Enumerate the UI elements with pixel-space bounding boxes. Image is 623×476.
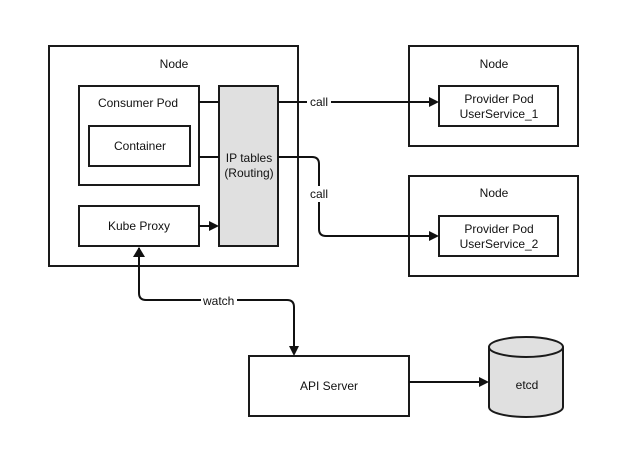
etcd-cylinder-top xyxy=(488,336,564,358)
ip-tables-label: IP tables xyxy=(226,151,272,165)
watch-edge-label-bg xyxy=(201,293,237,308)
provider-pod-1-service: UserService_1 xyxy=(460,107,539,121)
ip-tables-sublabel: (Routing) xyxy=(224,166,273,180)
ip-tables: IP tables (Routing) xyxy=(218,85,279,247)
call-edge-2-label-bg xyxy=(307,186,333,202)
container-label: Container xyxy=(114,139,166,153)
provider-pod-2-box xyxy=(438,215,559,257)
container-box xyxy=(88,125,191,167)
provider-node-1-label: Node xyxy=(480,57,509,71)
main-node: Node Consumer Pod Container Kube Proxy I… xyxy=(48,45,299,267)
provider-pod-1-label: Provider Pod xyxy=(464,92,533,106)
call-edge-1-label-bg xyxy=(307,94,331,109)
watch-edge-label: watch xyxy=(202,294,234,308)
provider-pod-2-service: UserService_2 xyxy=(460,237,539,251)
call-edge-2-label: call xyxy=(310,187,328,201)
consumer-pod: Consumer Pod Container xyxy=(78,85,200,186)
api-server-box xyxy=(248,355,410,417)
provider-node-2-label: Node xyxy=(480,186,509,200)
etcd-cylinder-body xyxy=(488,347,564,418)
ip-tables-box xyxy=(218,85,279,247)
provider-node-1: Node Provider Pod UserService_1 xyxy=(408,45,579,147)
main-node-label: Node xyxy=(160,57,189,71)
provider-node-2: Node Provider Pod UserService_2 xyxy=(408,175,579,277)
etcd-label: etcd xyxy=(516,378,539,392)
api-server-label: API Server xyxy=(300,379,358,393)
kube-proxy: Kube Proxy xyxy=(78,205,200,247)
call-edge-1-label: call xyxy=(310,95,328,109)
provider-pod-1-box xyxy=(438,85,559,127)
etcd-database: etcd xyxy=(488,336,564,418)
api-server: API Server xyxy=(248,355,410,417)
provider-pod-2-label: Provider Pod xyxy=(464,222,533,236)
watch-edge-start-arrow xyxy=(133,247,145,257)
consumer-pod-label: Consumer Pod xyxy=(98,96,178,110)
kube-proxy-label: Kube Proxy xyxy=(108,219,170,233)
